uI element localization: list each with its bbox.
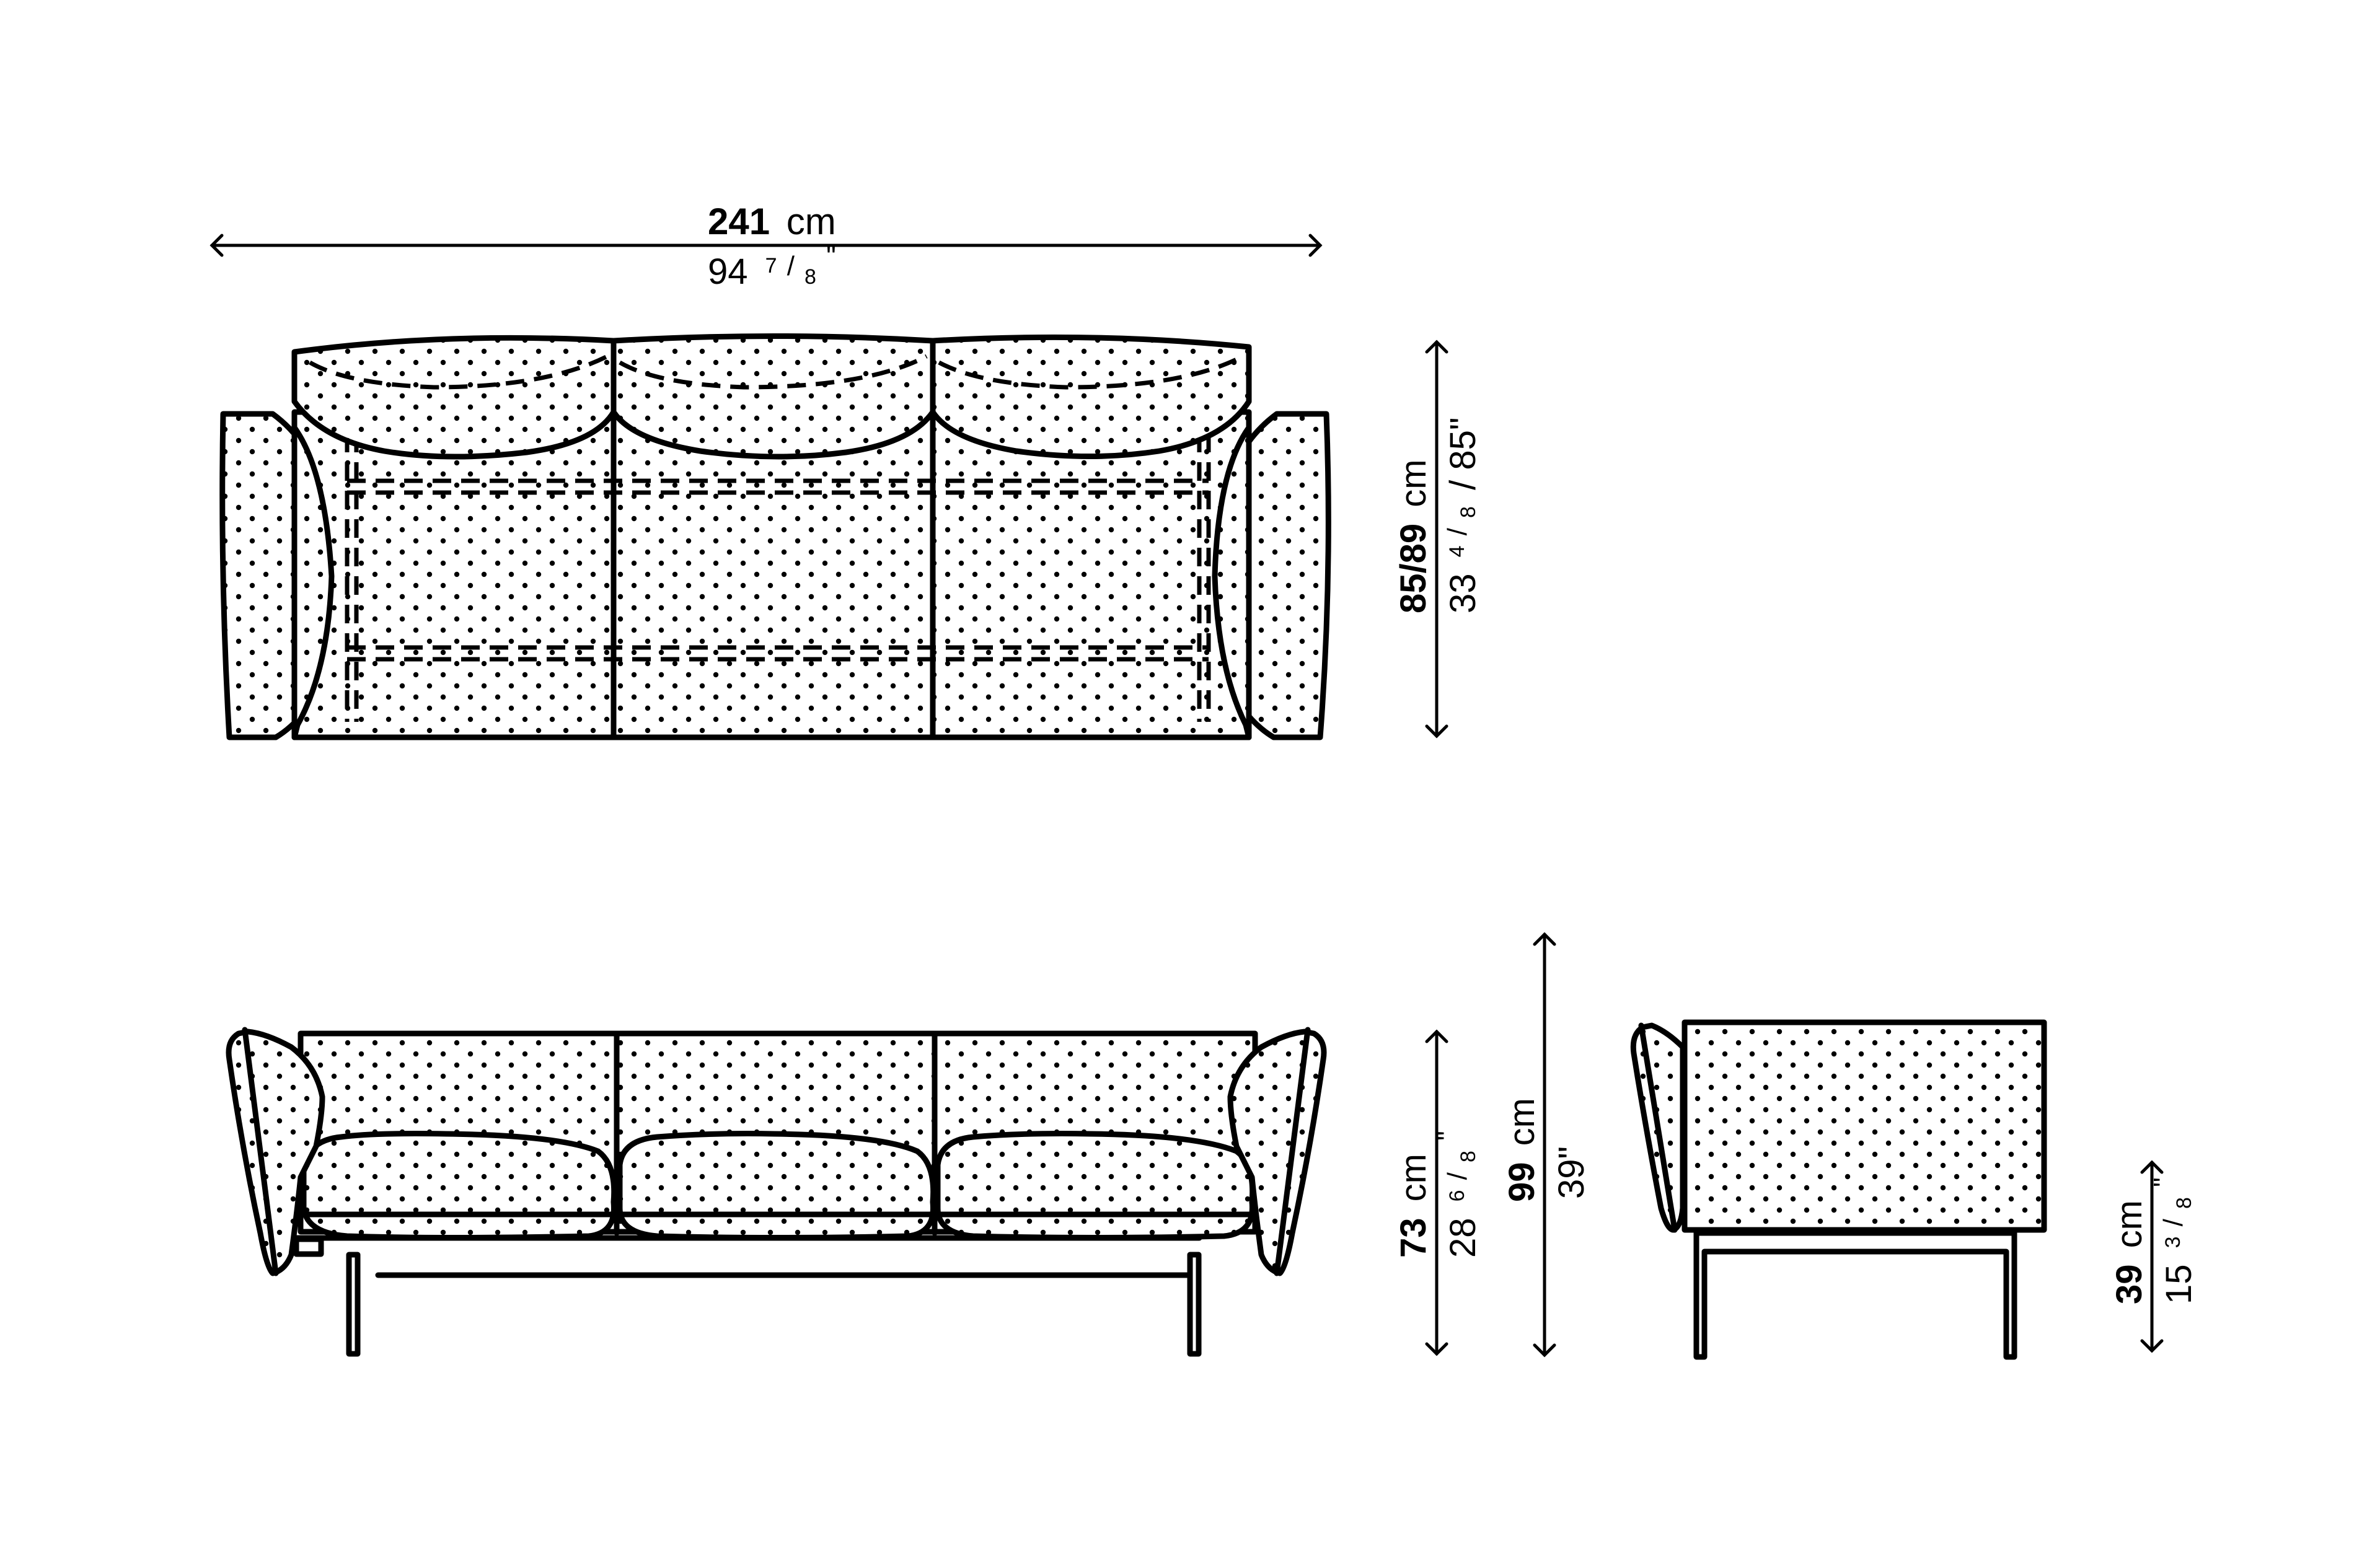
total-height-cm-label: 99 cm <box>1502 1098 1542 1202</box>
side-view: 39 cm 15 3 / 8 " <box>1630 1019 2199 1360</box>
width-cm-label: 241 cm <box>708 201 836 242</box>
depth-dimension-arrow <box>1425 340 1448 739</box>
top-view: 241 cm 94 7 / 8 " <box>209 201 1483 740</box>
seat-back-height-inch-label: 28 6 / 8 " <box>1432 1131 1483 1258</box>
front-seat-cushions <box>301 1131 1256 1240</box>
front-leg-right <box>1187 1252 1202 1357</box>
depth-cm-label: 85/89 cm <box>1393 459 1434 613</box>
side-body <box>1681 1019 2047 1233</box>
front-view: 73 cm 28 6 / 8 " 99 cm 39" <box>226 932 1592 1358</box>
seat-height-cm-label: 39 cm <box>2109 1200 2149 1304</box>
total-height-arrow <box>1533 932 1556 1358</box>
width-dimension-arrow <box>209 234 1323 257</box>
seat-height-inch-label: 15 3 / 8 " <box>2148 1177 2199 1304</box>
seat-back-height-arrow <box>1425 1029 1448 1356</box>
seat-height-arrow <box>2140 1160 2164 1353</box>
front-leg-left <box>346 1252 361 1357</box>
top-back-cushions <box>291 333 1252 460</box>
width-inch-label: 94 7 / 8 " <box>708 240 836 292</box>
total-height-inch-label: 39" <box>1551 1146 1592 1199</box>
depth-inch-label: 33 4 / 8 / 85" <box>1432 418 1483 613</box>
front-right-arm <box>1227 1029 1327 1276</box>
top-seat-body <box>291 409 1252 740</box>
side-base-frame <box>1693 1230 2017 1360</box>
seat-back-height-cm-label: 73 cm <box>1393 1154 1434 1258</box>
